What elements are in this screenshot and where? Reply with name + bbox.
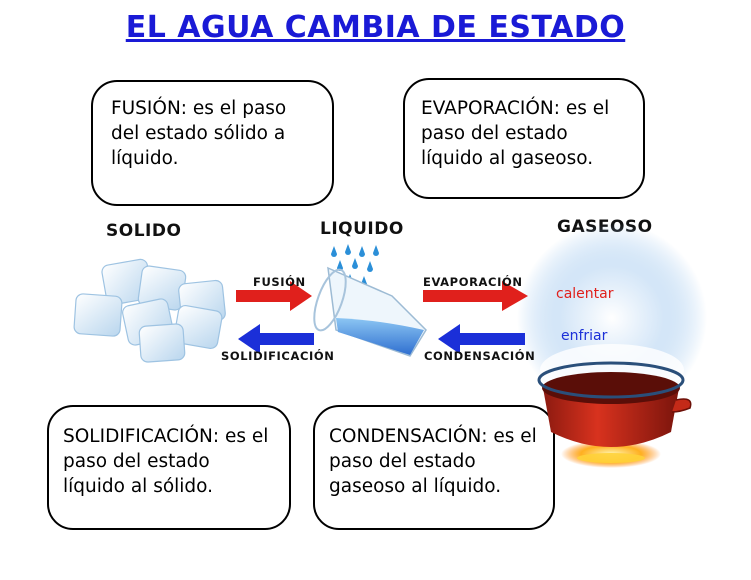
water-glass-icon [313,244,427,357]
liquid-state-label: LIQUIDO [320,219,404,239]
enfriar-label: enfriar [561,328,608,344]
evaporacion-arrow-label: EVAPORACIÓN [423,275,523,289]
fusion-arrow-label: FUSIÓN [253,275,306,289]
ice-cubes-icon [73,258,226,363]
solidificacion-definition-text: SOLIDIFICACIÓN: es el paso del estado lí… [63,426,269,497]
fusion-definition-box: FUSIÓN: es el paso del estado sólido a l… [91,80,334,206]
solidificacion-arrow-icon [238,324,314,354]
condensacion-definition-text: CONDENSACIÓN: es el paso del estado gase… [329,426,537,497]
cooking-pot-icon [537,361,692,468]
fusion-arrow-icon [236,281,312,311]
evaporacion-arrow-icon [423,281,528,311]
solidificacion-definition-box: SOLIDIFICACIÓN: es el paso del estado lí… [47,405,291,530]
calentar-label: calentar [556,286,614,302]
fusion-definition-text: FUSIÓN: es el paso del estado sólido a l… [111,98,287,169]
evaporacion-definition-box: EVAPORACIÓN: es el paso del estado líqui… [403,78,645,199]
condensacion-arrow-icon [438,324,525,354]
evaporacion-definition-text: EVAPORACIÓN: es el paso del estado líqui… [421,98,610,169]
page-title: EL AGUA CAMBIA DE ESTADO [125,10,626,45]
solid-state-label: SOLIDO [106,221,182,241]
solidificacion-arrow-label: SOLIDIFICACIÓN [221,349,335,363]
condensacion-arrow-label: CONDENSACIÓN [424,349,536,363]
condensacion-definition-box: CONDENSACIÓN: es el paso del estado gase… [313,405,555,530]
